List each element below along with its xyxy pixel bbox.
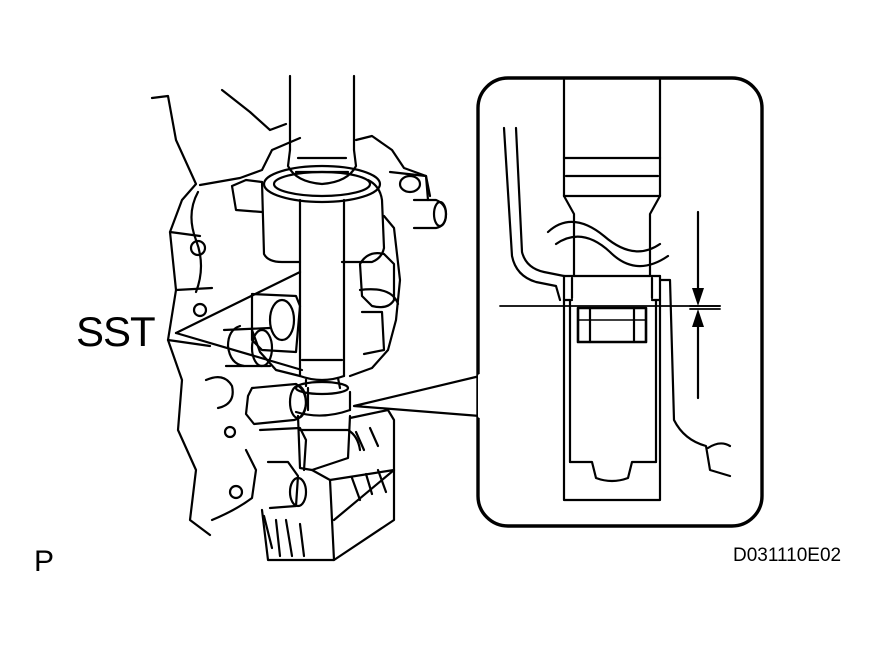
- sst-leader-lines: [174, 270, 304, 372]
- callout-pointer: [352, 374, 482, 418]
- special-service-tool: [262, 74, 382, 417]
- support-block: [260, 408, 396, 562]
- view-letter: P: [34, 545, 55, 578]
- figure-code: D031110E02: [733, 545, 842, 566]
- detail-inset-frame: [476, 76, 764, 528]
- transmission-case: [150, 88, 432, 537]
- oil-pump-body: [222, 170, 448, 510]
- sst-label: SST: [76, 308, 156, 355]
- detail-inset-drawing: [499, 78, 732, 502]
